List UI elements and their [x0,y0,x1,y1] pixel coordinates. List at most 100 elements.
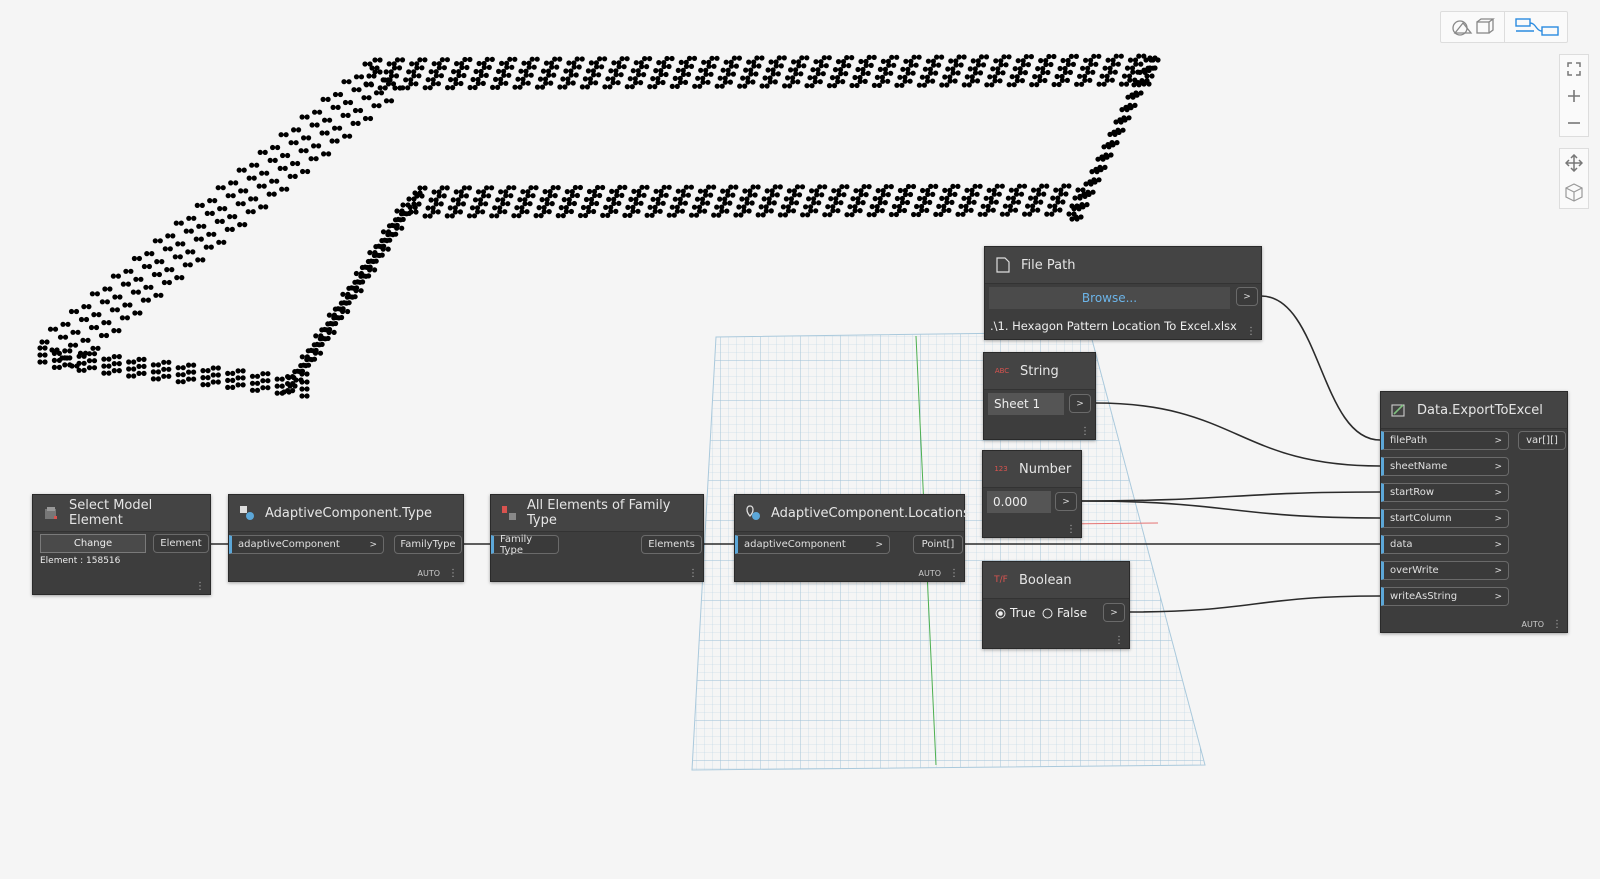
browse-button[interactable]: Browse... [989,287,1230,309]
hex-point [666,184,672,190]
input-port-writeasstring[interactable]: writeAsString> [1381,587,1509,606]
hex-point [1057,207,1063,213]
hex-point [698,67,704,73]
change-button[interactable]: Change [40,534,146,553]
geometry-view-button[interactable] [1441,12,1504,42]
hex-point [727,79,734,85]
input-port-adaptivecomponent[interactable]: adaptiveComponent> [229,535,384,554]
node-data-exporttoexcel[interactable]: Data.ExportToExcel filePath> sheetName> … [1380,391,1568,633]
node-adaptivecomponent-locations[interactable]: AdaptiveComponent.Locations adaptiveComp… [734,494,970,582]
output-port-familytype[interactable]: FamilyType [394,535,462,554]
hex-point [233,180,239,186]
hex-point [773,63,779,69]
hex-point [492,205,498,211]
input-port-data[interactable]: data> [1381,535,1509,554]
graph-view-button[interactable] [1503,12,1568,42]
hex-point [956,54,962,60]
node-boolean[interactable]: T/F Boolean True False > ⋮ [982,561,1130,649]
hex-point [210,379,216,385]
hex-point [1060,199,1066,205]
input-port-adaptivecomponent[interactable]: adaptiveComponent> [735,535,890,554]
hex-point [861,184,867,190]
hex-point [780,204,787,210]
hex-point [995,66,1001,72]
hex-point [1112,131,1118,137]
node-menu-icon[interactable]: ⋮ [1552,619,1562,630]
connector-wire[interactable] [1080,500,1381,519]
hex-point [469,205,476,211]
hex-point [1020,62,1026,68]
pan-button[interactable] [1560,149,1588,176]
node-menu-icon[interactable]: ⋮ [448,568,458,579]
hex-point [986,187,992,193]
hex-point [969,187,975,193]
hex-point [800,212,806,218]
input-port-overwrite[interactable]: overWrite> [1381,561,1509,580]
string-input[interactable]: Sheet 1 [988,393,1064,415]
output-port-boolean[interactable]: > [1103,603,1125,622]
hex-point [504,60,510,66]
output-port-element[interactable]: Element [153,534,209,553]
node-string[interactable]: ABC String Sheet 1 > ⋮ [983,352,1096,440]
output-port-file-path[interactable]: > [1236,287,1258,306]
hex-point [597,56,603,62]
node-select-model-element[interactable]: Select Model Element Change Element Elem… [32,494,211,595]
node-file-path[interactable]: File Path Browse... > .\1. Hexagon Patte… [984,246,1262,340]
node-menu-icon[interactable]: ⋮ [195,581,205,592]
connector-wire[interactable] [1260,295,1381,441]
node-menu-icon[interactable]: ⋮ [949,568,959,579]
connector-wire[interactable] [1128,595,1381,613]
hex-point [928,183,934,189]
hex-point [756,63,762,69]
hex-point [159,259,165,265]
output-port-string[interactable]: > [1069,394,1091,413]
orbit-button[interactable] [1560,176,1588,208]
zoom-fit-button[interactable] [1560,55,1588,82]
hex-point [958,203,964,209]
node-adaptivecomponent-type[interactable]: AdaptiveComponent.Type adaptiveComponent… [228,494,464,582]
connector-wire[interactable] [1080,491,1381,502]
hex-point [1128,104,1134,110]
node-menu-icon[interactable]: ⋮ [1066,524,1076,535]
hex-point [459,61,465,67]
hex-point [279,390,285,396]
hex-point [131,366,137,372]
input-port-startcolumn[interactable]: startColumn> [1381,509,1509,528]
hex-point [91,351,98,357]
zoom-out-button[interactable] [1560,109,1588,136]
hex-point [1039,183,1045,189]
output-port-number[interactable]: > [1055,492,1077,511]
hex-point [939,195,945,201]
output-port-elements[interactable]: Elements [641,535,702,554]
node-number[interactable]: 123 Number 0.000 > ⋮ [982,450,1082,538]
hex-point [1033,195,1039,201]
input-port-sheetname[interactable]: sheetName> [1381,457,1509,476]
hex-point [67,362,73,368]
node-menu-icon[interactable]: ⋮ [1080,426,1090,437]
node-menu-icon[interactable]: ⋮ [1114,635,1124,646]
output-port-var[interactable]: var[][] [1518,431,1566,450]
radio-true[interactable]: True [995,606,1036,620]
hex-point [358,288,364,294]
radio-false[interactable]: False [1042,606,1087,620]
input-port-filepath[interactable]: filePath> [1381,431,1509,450]
zoom-in-button[interactable] [1560,82,1588,109]
node-menu-icon[interactable]: ⋮ [1246,326,1256,337]
hex-point [858,192,864,198]
input-port-startrow[interactable]: startRow> [1381,483,1509,502]
number-input[interactable]: 0.000 [987,491,1051,513]
hex-point [896,203,903,210]
connector-wire[interactable] [1094,402,1381,467]
output-port-points[interactable]: Point[] [913,535,963,554]
hex-point [1044,183,1050,189]
hex-point [382,85,388,91]
node-menu-icon[interactable]: ⋮ [688,568,698,579]
node-header: AdaptiveComponent.Locations [735,495,970,532]
hex-point [249,162,255,168]
hex-point [419,65,425,71]
hex-point [650,196,656,202]
input-port-family-type[interactable]: Family Type [491,534,559,556]
node-all-elements-of-family-type[interactable]: All Elements of Family Type Family Type … [490,494,704,582]
hex-point [638,60,644,66]
